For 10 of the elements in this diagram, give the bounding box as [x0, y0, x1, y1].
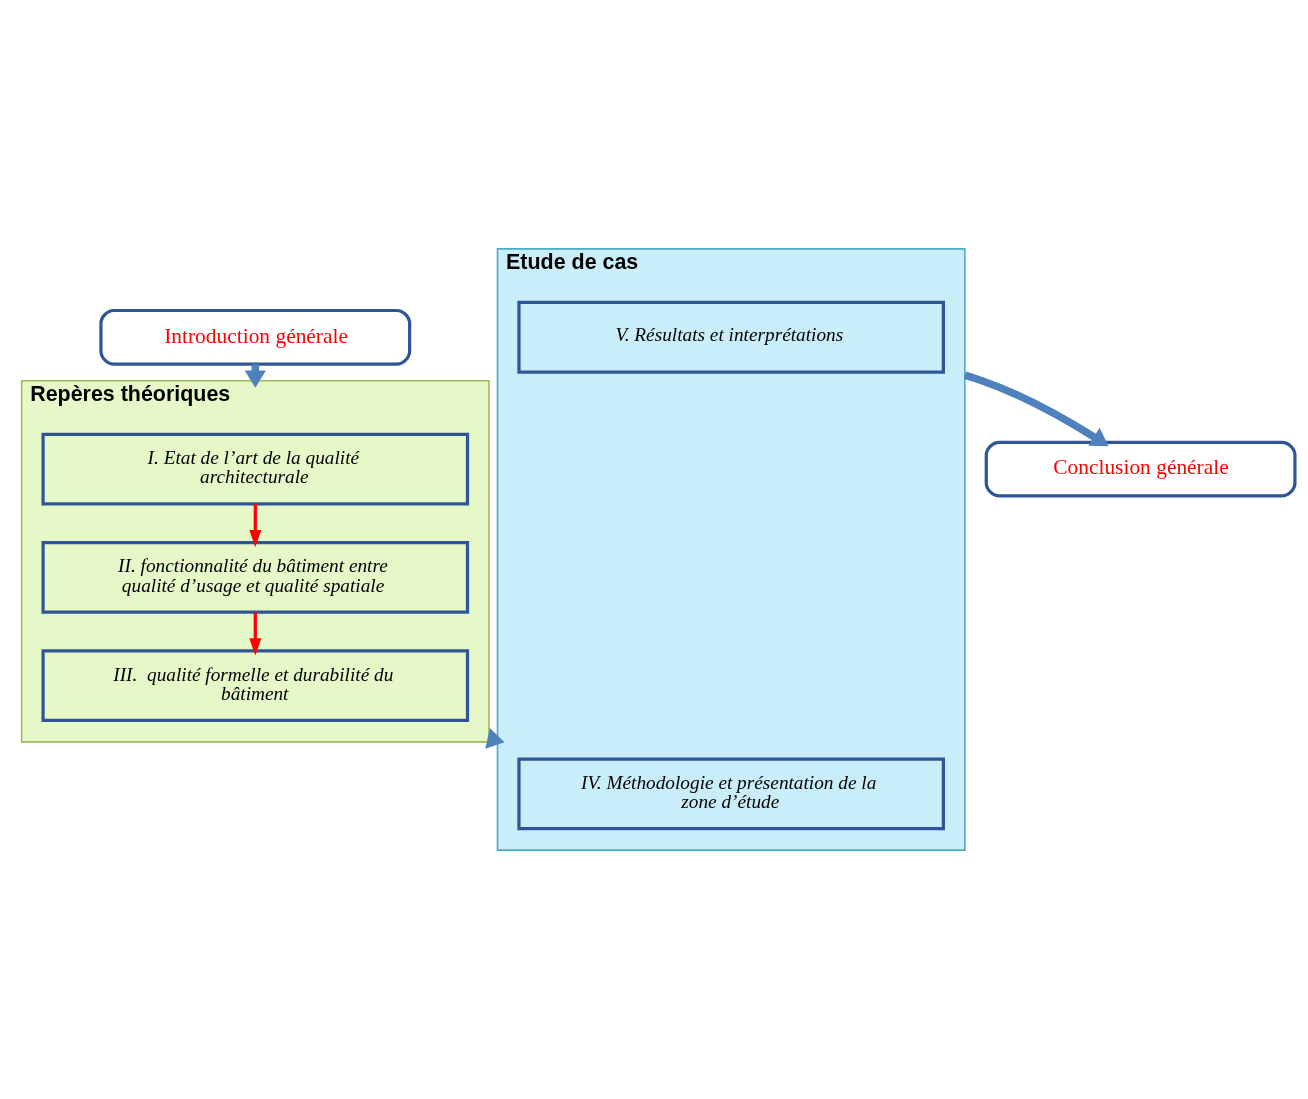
- node-box: Introduction générale: [99, 308, 412, 366]
- node-box: Conclusion générale: [984, 440, 1297, 498]
- node-box: IV. Méthodologie et présentation de la zone d’étude: [517, 757, 945, 831]
- arrow: [249, 612, 262, 656]
- arrow: [249, 504, 262, 548]
- arrow: [963, 371, 1109, 447]
- node-box: V. Résultats et interprétations: [517, 300, 945, 374]
- node-box: II. fonctionnalité du bâtiment entre qualité d’usage et qualité spatiale: [41, 540, 470, 614]
- node-box: I. Etat de l’art de la qualité architecturale: [41, 432, 470, 506]
- node-box: III. qualité formelle et durabilité du bâtiment: [41, 649, 470, 723]
